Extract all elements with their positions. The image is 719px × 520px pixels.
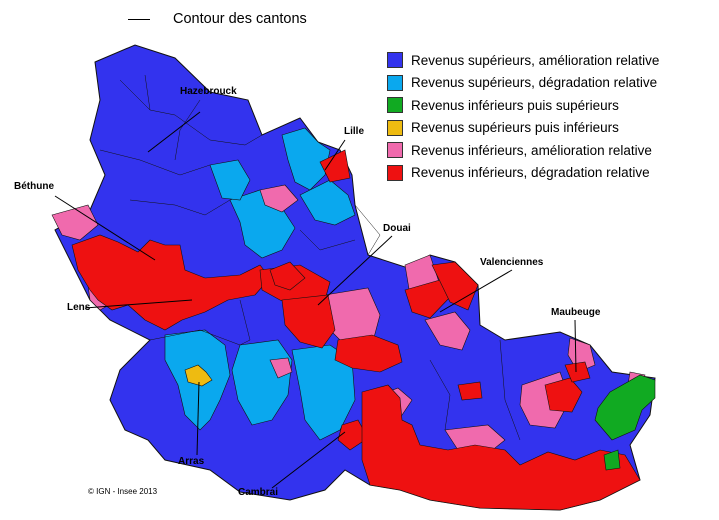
legend-item: Revenus supérieurs, dégradation relative: [387, 72, 659, 95]
legend-item: Revenus supérieurs, amélioration relativ…: [387, 49, 659, 72]
legend-label: Revenus inférieurs, dégradation relative: [411, 165, 650, 181]
city-label-hazebrouck: Hazebrouck: [180, 86, 237, 97]
legend-swatch: [387, 164, 403, 181]
legend-swatch: [387, 97, 403, 114]
city-label-lille: Lille: [344, 126, 365, 137]
legend-label: Revenus supérieurs, dégradation relative: [411, 75, 658, 91]
legend-swatch: [387, 119, 403, 136]
city-label-douai: Douai: [383, 223, 411, 234]
legend-item: Revenus inférieurs, dégradation relative: [387, 162, 659, 185]
city-label-lens: Lens: [67, 302, 91, 313]
legend-swatch: [387, 142, 403, 159]
contour-legend-label: Contour des cantons: [173, 11, 307, 27]
legend-label: Revenus supérieurs puis inférieurs: [411, 120, 619, 136]
city-label-bethune: Béthune: [14, 181, 54, 192]
contour-legend: Contour des cantons: [128, 11, 307, 27]
legend-swatch: [387, 52, 403, 69]
city-label-cambrai: Cambrai: [238, 487, 279, 498]
legend-label: Revenus inférieurs, amélioration relativ…: [411, 142, 652, 158]
legend-label: Revenus supérieurs, amélioration relativ…: [411, 52, 660, 68]
red-areas: [71, 149, 641, 511]
city-label-arras: Arras: [178, 456, 205, 467]
yellow-area: [184, 364, 213, 387]
copyright: © IGN - Insee 2013: [88, 487, 158, 496]
legend-item: Revenus supérieurs puis inférieurs: [387, 117, 659, 140]
legend-label: Revenus inférieurs puis supérieurs: [411, 97, 619, 113]
legend-swatch: [387, 74, 403, 91]
legend-item: Revenus inférieurs, amélioration relativ…: [387, 139, 659, 162]
green-areas: [594, 374, 656, 471]
city-leader-lines: [54, 111, 577, 489]
city-label-valenciennes: Valenciennes: [480, 257, 544, 268]
contour-line-sample: [128, 18, 150, 20]
canton-contours: [99, 74, 521, 441]
city-label-maubeuge: Maubeuge: [551, 307, 601, 318]
legend: Revenus supérieurs, amélioration relativ…: [387, 49, 659, 184]
legend-item: Revenus inférieurs puis supérieurs: [387, 94, 659, 117]
